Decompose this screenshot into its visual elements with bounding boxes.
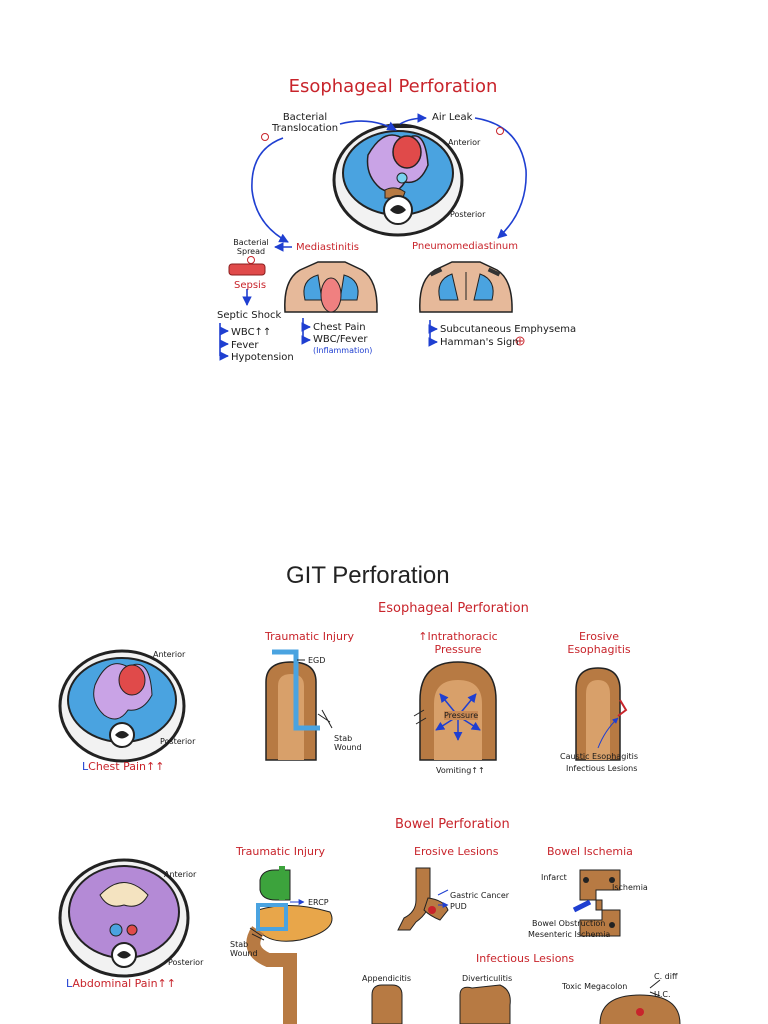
sepsis-label: Sepsis <box>234 280 267 291</box>
diverticulitis-label: Diverticulitis <box>462 974 513 983</box>
pud-label: PUD <box>450 902 467 911</box>
bowel-ischemia-label: Bowel Ischemia <box>547 845 633 858</box>
stomach-erosive-lesions <box>397 867 448 931</box>
toxic-megacolon-label: Toxic Megacolon <box>562 982 628 991</box>
posterior-label: Posterior <box>450 210 486 219</box>
infarct-label: Infarct <box>541 873 567 882</box>
abdominal-pain-symptom: LAbdominal Pain↑↑ <box>66 977 176 990</box>
pancreas-traumatic-injury <box>246 866 333 1024</box>
thorax-cross-section-top <box>332 123 464 237</box>
pneumomediastinum-label: Pneumomediastinum <box>412 241 519 252</box>
caustic-label: Caustic Esophagitis <box>560 752 639 761</box>
anterior-label: Anterior <box>153 650 186 659</box>
bowel-obstruction-label: Bowel Obstruction <box>532 919 606 928</box>
septic-shock-label: Septic Shock <box>217 310 282 321</box>
pneumo-item: Hamman's Sign <box>440 337 519 348</box>
esophagus-erosive <box>575 667 628 761</box>
bowel-heading: Bowel Perforation <box>395 817 510 832</box>
stab-wound-label: Stab Wound <box>334 734 362 752</box>
torso-pneumomediastinum <box>419 261 513 313</box>
intrathoracic-pressure-label: ↑Intrathoracic Pressure <box>418 630 498 656</box>
mediastinitis-item: WBC/Fever <box>313 334 368 345</box>
vomiting-label: Vomiting↑↑ <box>436 766 485 775</box>
torso-mediastinitis <box>284 261 378 313</box>
mediastinitis-item: Chest Pain <box>313 322 366 333</box>
erosive-lesions-label: Erosive Lesions <box>414 845 499 858</box>
anterior-label: Anterior <box>448 138 481 147</box>
esophageal-heading: Esophageal Perforation <box>378 601 529 616</box>
shock-item: WBC↑↑ <box>231 327 272 338</box>
anterior-label: Anterior <box>164 870 197 879</box>
mediastinitis-label: Mediastinitis <box>296 242 359 253</box>
bacterial-spread-label: Bacterial Spread <box>233 238 269 256</box>
flow-arrows-top <box>219 113 527 361</box>
air-leak-label: Air Leak <box>432 112 473 123</box>
erosive-esophagitis-label: Erosive Esophagitis <box>567 630 631 656</box>
traumatic-injury-label: Traumatic Injury <box>236 845 325 858</box>
diagram-title: Esophageal Perforation <box>288 76 498 97</box>
infectious-lesions-drawings <box>371 979 681 1024</box>
ercp-label: ERCP <box>308 898 329 907</box>
abdomen-cross-section <box>58 858 190 978</box>
gastric-cancer-label: Gastric Cancer <box>450 891 510 900</box>
chest-pain-symptom: LChest Pain↑↑ <box>82 760 165 773</box>
posterior-label: Posterior <box>160 737 196 746</box>
uc-label: U.C. <box>654 990 671 999</box>
blood-vessel-icon <box>228 263 266 276</box>
bacterial-translocation-label: Bacterial Translocation <box>271 112 339 134</box>
stab-wound-label: Stab Wound <box>230 940 258 958</box>
esophagus-traumatic-injury <box>265 649 333 761</box>
shock-item: Hypotension <box>231 352 294 363</box>
c-diff-label: C. diff <box>654 972 678 981</box>
bowel-ischemia <box>572 869 621 937</box>
posterior-label: Posterior <box>168 958 204 967</box>
git-title: GIT Perforation <box>286 562 450 589</box>
infectious-lesions-label: Infectious Lesions <box>476 952 575 965</box>
shock-item: Fever <box>231 340 259 351</box>
traumatic-injury-label: Traumatic Injury <box>265 630 354 643</box>
appendicitis-label: Appendicitis <box>362 974 412 983</box>
pressure-label: Pressure <box>444 711 479 720</box>
thorax-cross-section-git <box>58 649 186 763</box>
mesenteric-ischemia-label: Mesenteric Ischemia <box>528 930 611 939</box>
infectious-label: Infectious Lesions <box>566 764 638 773</box>
inflammation-note: (Inflammation) <box>313 346 373 355</box>
ischemia-label: Ischemia <box>612 883 648 892</box>
egd-label: EGD <box>308 656 326 665</box>
pneumo-item: Subcutaneous Emphysema <box>440 324 577 335</box>
